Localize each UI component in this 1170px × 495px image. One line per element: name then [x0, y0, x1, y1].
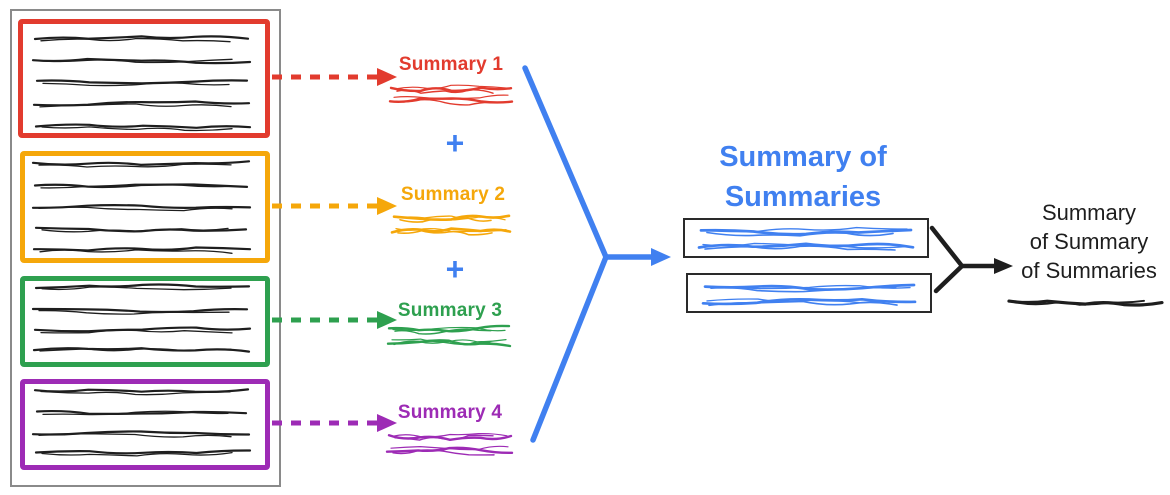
plus-operator-1: + — [445, 125, 465, 161]
sos-title-line-1: Summary of — [719, 141, 887, 173]
dashed-arrow-summary-3 — [272, 311, 397, 329]
summary-4-scribble — [385, 432, 514, 456]
output-bracket-arrow — [929, 225, 1013, 294]
summary-3-scribble — [386, 324, 512, 348]
final-title-line-2: of Summary — [1029, 229, 1149, 255]
summary-2-label: Summary 2 — [400, 184, 506, 205]
final-summary-scribble — [1007, 299, 1164, 307]
dashed-arrow-summary-4 — [272, 414, 397, 432]
summary-of-summaries-box-1 — [683, 218, 929, 258]
merge-arrow — [522, 65, 671, 443]
summary-of-summaries-box-2 — [686, 273, 932, 313]
summary-of-summaries-title: Summary of Summaries — [703, 137, 903, 217]
plus-operator-2: + — [445, 251, 465, 287]
final-title-line-3: of Summaries — [1021, 258, 1157, 284]
summary-1-scribble — [388, 84, 514, 106]
document-box-4 — [20, 379, 270, 470]
document-box-2 — [20, 151, 270, 263]
summary-1-label: Summary 1 — [398, 54, 504, 75]
dashed-arrow-summary-2 — [272, 197, 397, 215]
sos-title-line-2: Summaries — [724, 181, 882, 214]
dashed-arrow-summary-1 — [272, 68, 397, 86]
summary-4-label: Summary 4 — [397, 402, 503, 423]
final-title-line-1: Summary — [1041, 200, 1137, 225]
document-box-3 — [20, 276, 270, 367]
final-summary-title: Summary of Summary of Summaries — [1014, 198, 1164, 285]
document-box-1 — [18, 19, 270, 138]
summary-2-scribble — [390, 214, 512, 236]
summary-3-label: Summary 3 — [397, 300, 503, 321]
